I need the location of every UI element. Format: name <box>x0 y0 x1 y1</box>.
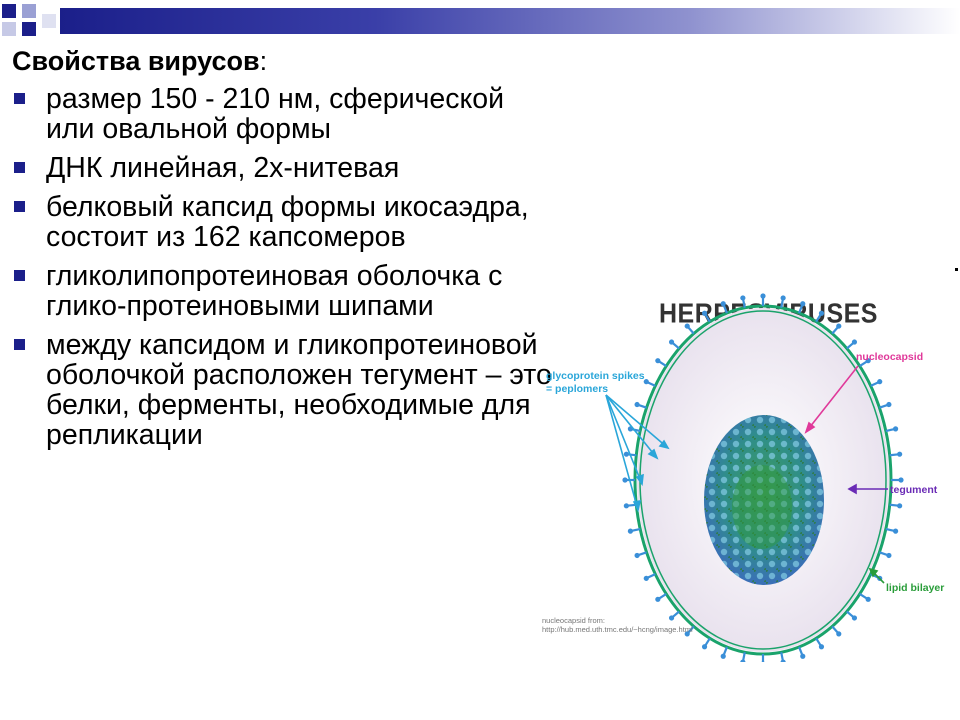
glycoprotein-spike-head <box>818 310 825 316</box>
glycoprotein-spike-head <box>623 451 629 457</box>
slide-title-colon: : <box>259 46 268 76</box>
glycoprotein-spike-head <box>851 615 858 621</box>
glycoprotein-spike-head <box>780 295 786 301</box>
glycoprotein-spike-head <box>643 379 649 385</box>
glycoprotein-spike-head <box>897 451 903 457</box>
lipid-bilayer-label: lipid bilayer <box>886 582 944 594</box>
spikes-label-line2: = peplomers <box>546 383 608 395</box>
list-item: между капсидом и гликопротеиновой оболоч… <box>12 330 552 450</box>
glycoprotein-spike-head <box>877 379 883 385</box>
list-item-text: между капсидом и гликопротеиновой оболоч… <box>46 329 552 451</box>
stray-dot <box>955 268 958 271</box>
glycoprotein-spike-head <box>655 596 661 602</box>
square-bullet-icon <box>14 162 25 173</box>
glycoprotein-spike-head <box>865 358 871 364</box>
glycoprotein-spike-head <box>836 631 842 637</box>
glycoprotein-spike-head <box>627 528 634 534</box>
capsomers-texture <box>704 415 824 585</box>
glycoprotein-spike-head <box>760 661 766 667</box>
glycoprotein-spike-head <box>886 401 892 408</box>
nucleocapsid-label: nucleocapsid <box>856 351 923 363</box>
glycoprotein-spike-head <box>780 659 786 665</box>
glycoprotein-spike-head <box>740 659 746 665</box>
square-bullet-icon <box>14 339 25 350</box>
square-bullet-icon <box>14 201 25 212</box>
figure-credit-line2: http://hub.med.uth.tmc.edu/~hcng/image.h… <box>542 625 693 634</box>
herpesvirus-diagram: HERPESVIRUSES glycoprotein spikes = pepl… <box>542 293 944 667</box>
glycoprotein-spike-head <box>800 653 806 659</box>
list-item: ДНК линейная, 2х-нитевая <box>12 153 552 183</box>
spike-arrows <box>605 394 670 513</box>
glycoprotein-spike-head <box>898 477 904 483</box>
glycoprotein-spike-head <box>655 358 661 364</box>
glycoprotein-spike-head <box>634 401 640 408</box>
glycoprotein-spike-head <box>701 644 708 650</box>
slide-title: Свойства вирусов: <box>12 46 267 76</box>
glycoprotein-spike-head <box>701 310 708 316</box>
figure-credit: nucleocapsid from: http://hub.med.uth.tm… <box>542 616 693 634</box>
glycoprotein-spike-head <box>892 528 899 534</box>
glycoprotein-spike-head <box>684 323 690 329</box>
list-item: гликолипопротеиновая оболочка с глико-пр… <box>12 261 552 321</box>
glycoprotein-spike-head <box>886 552 892 559</box>
glycoprotein-spike-head <box>643 575 649 581</box>
glycoprotein-spike-head <box>897 503 903 509</box>
nucleocapsid-core <box>732 465 792 549</box>
tegument-arrow <box>847 483 888 495</box>
glycoprotein-spike-head <box>851 339 858 345</box>
list-item-text: ДНК линейная, 2х-нитевая <box>46 152 400 184</box>
list-item-text: размер 150 - 210 нм, сферической или ова… <box>46 83 505 145</box>
glycoprotein-spike-head <box>836 323 842 329</box>
spikes-label-line1: glycoprotein spikes <box>546 370 645 382</box>
glycoprotein-spike-head <box>865 596 871 602</box>
square-bullet-icon <box>14 270 25 281</box>
glycoprotein-spike-head <box>668 339 675 345</box>
deco-square <box>2 22 16 36</box>
tegument-label: tegument <box>890 484 938 496</box>
glycoprotein-spike-head <box>623 503 629 509</box>
glycoprotein-spike-head <box>720 653 726 659</box>
square-bullet-icon <box>14 93 25 104</box>
deco-square <box>42 14 56 28</box>
list-item-text: белковый капсид формы икосаэдра, состоит… <box>46 191 529 253</box>
glycoprotein-spike-head <box>720 301 726 307</box>
lipid-bilayer-arrow <box>868 567 885 584</box>
nucleocapsid-arrow <box>804 365 859 434</box>
glycoprotein-spike-head <box>760 293 766 299</box>
glycoprotein-spike-head <box>818 644 825 650</box>
deco-square <box>22 22 36 36</box>
spikes-label: glycoprotein spikes = peplomers <box>546 370 648 395</box>
deco-square <box>22 4 36 18</box>
title-gradient-bar <box>60 8 960 34</box>
list-item-text: гликолипопротеиновая оболочка с глико-пр… <box>46 260 503 322</box>
list-item: белковый капсид формы икосаэдра, состоит… <box>12 192 552 252</box>
slide-title-bold: Свойства вирусов <box>12 46 260 76</box>
glycoprotein-spike-head <box>800 301 806 307</box>
glycoprotein-spike-head <box>622 477 628 483</box>
figure-credit-line1: nucleocapsid from: <box>542 616 605 625</box>
herpesvirus-figure: HERPESVIRUSES glycoprotein spikes = pepl… <box>538 282 960 667</box>
glycoprotein-spike-head <box>892 426 899 432</box>
deco-square <box>2 4 16 18</box>
title-decoration <box>0 0 960 44</box>
list-item: размер 150 - 210 нм, сферической или ова… <box>12 84 552 144</box>
glycoprotein-spike-head <box>634 552 640 559</box>
glycoprotein-spike-head <box>684 631 690 637</box>
glycoprotein-spike-head <box>740 295 746 301</box>
properties-list: размер 150 - 210 нм, сферической или ова… <box>12 84 552 459</box>
glycoprotein-spike-head <box>668 615 675 621</box>
